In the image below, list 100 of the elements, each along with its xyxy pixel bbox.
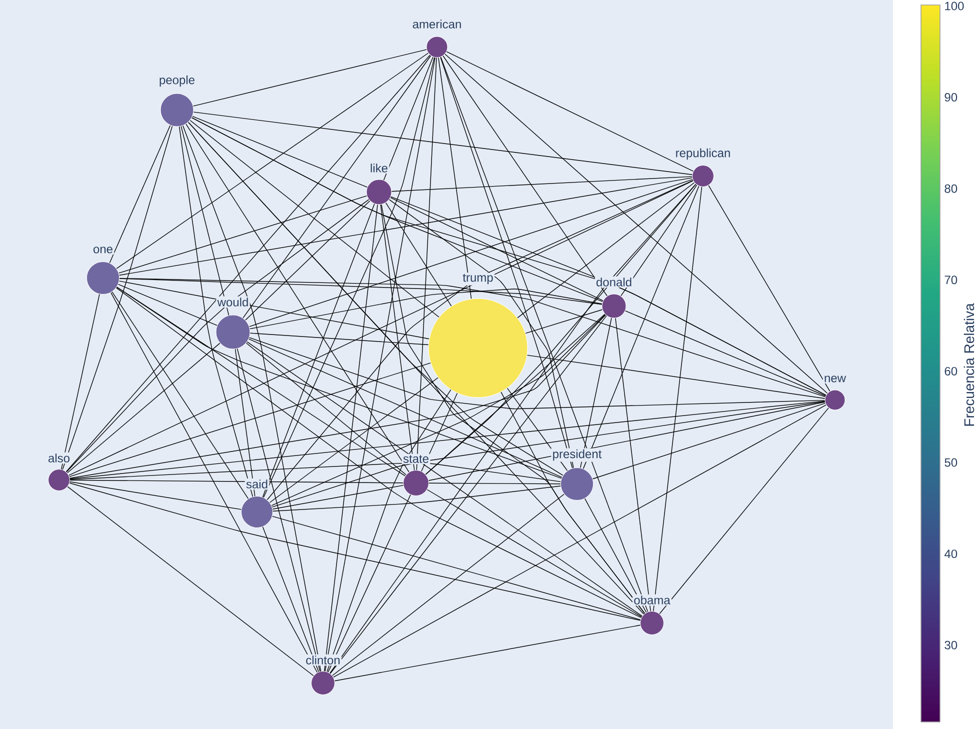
- connector-line: [245, 200, 370, 320]
- connector-line: [190, 120, 440, 318]
- tick-label: 40: [944, 550, 958, 558]
- connector-line: [242, 55, 432, 318]
- connector-line: [328, 494, 411, 673]
- connector-line: [70, 480, 404, 484]
- connector-line: [324, 57, 436, 672]
- connector-line: [110, 292, 318, 673]
- connector-line: [592, 402, 826, 480]
- connector-line: [332, 494, 564, 676]
- connector-line: [182, 125, 322, 672]
- connector-line: [118, 178, 693, 276]
- connector-line: [246, 342, 643, 617]
- connector-line: [70, 462, 561, 482]
- connector-line: [624, 310, 826, 396]
- connector-line: [416, 57, 437, 470]
- connector-line: [653, 186, 702, 612]
- connector-line: [326, 389, 452, 672]
- connector-line: [180, 126, 230, 316]
- word-label: republican: [676, 148, 730, 160]
- connector-line: [118, 280, 430, 340]
- connector-line: [66, 54, 430, 472]
- connector-line: [116, 286, 406, 476]
- connector-line: [440, 56, 648, 612]
- connector-line: [620, 184, 698, 296]
- connector-line: [116, 287, 642, 618]
- word-label: people: [160, 75, 194, 87]
- tick-label: 90: [944, 93, 958, 102]
- connector-line: [109, 124, 171, 264]
- connector-line: [118, 284, 218, 326]
- connector-line: [421, 392, 458, 472]
- connector-line: [390, 196, 826, 396]
- connector-line: [391, 176, 692, 192]
- connector-line: [428, 482, 561, 484]
- connector-line: [69, 314, 606, 479]
- connector-line: [383, 56, 434, 181]
- connector-line: [506, 388, 568, 471]
- connector-line: [426, 489, 642, 618]
- connector-line: [193, 112, 692, 175]
- connector-line: [262, 526, 320, 672]
- connector-line: [446, 51, 694, 172]
- connector-line: [438, 57, 472, 300]
- connector-line: [67, 486, 314, 676]
- connector-line: [440, 56, 573, 468]
- connector-line: [263, 57, 435, 498]
- connector-line: [250, 332, 429, 346]
- axis-title: Frecuencia Relativa: [964, 303, 974, 426]
- word-label: clinton: [306, 656, 340, 664]
- connector-line: [272, 486, 561, 512]
- connector-line: [500, 392, 646, 614]
- connector-line: [330, 184, 696, 674]
- connector-line: [517, 182, 695, 318]
- connector-line: [60, 294, 100, 470]
- connector-line: [333, 404, 826, 678]
- connector-line: [67, 342, 220, 474]
- connector-line: [236, 348, 320, 672]
- connector-line: [246, 342, 406, 476]
- word-label: american: [412, 20, 461, 28]
- connector-line: [390, 197, 604, 302]
- word-label: state: [403, 455, 428, 463]
- connector-line: [525, 309, 603, 334]
- tick-label: 70: [944, 276, 958, 284]
- word-label: donald: [596, 278, 632, 286]
- connector-line: [580, 318, 612, 468]
- connector-line: [112, 291, 249, 500]
- connector-line: [380, 204, 415, 471]
- word-label: obama: [634, 596, 670, 604]
- word-label: also: [48, 454, 70, 462]
- word-label: would: [217, 298, 248, 306]
- connector-line: [388, 199, 574, 468]
- connector-line: [584, 498, 647, 613]
- connector-line: [178, 126, 254, 497]
- connector-line: [269, 377, 438, 503]
- tick-label: 80: [944, 184, 958, 193]
- connector-line: [444, 54, 828, 394]
- connector-line: [69, 482, 641, 621]
- word-label: trump: [462, 274, 493, 284]
- connector-line: [330, 315, 607, 674]
- connector-line: [659, 408, 829, 614]
- connector-line: [272, 484, 404, 510]
- connector-line: [442, 56, 608, 296]
- word-label: like: [370, 164, 388, 172]
- connector-line: [428, 402, 826, 481]
- connector-line: [250, 288, 602, 330]
- connector-line: [234, 348, 256, 497]
- word-label: president: [553, 449, 602, 461]
- connector-line: [248, 338, 562, 478]
- connector-line: [62, 126, 173, 470]
- connector-line: [192, 49, 427, 106]
- connector-line: [324, 204, 378, 672]
- connector-line: [272, 516, 641, 620]
- connector-line: [425, 314, 606, 475]
- word-label: one: [94, 246, 112, 254]
- connector-line: [68, 180, 694, 476]
- connector-line: [266, 180, 694, 500]
- connector-line: [248, 337, 826, 410]
- connector-line: [582, 186, 700, 470]
- tick-label: 100: [945, 2, 964, 10]
- connector-line: [385, 202, 452, 306]
- connector-line: [116, 52, 429, 269]
